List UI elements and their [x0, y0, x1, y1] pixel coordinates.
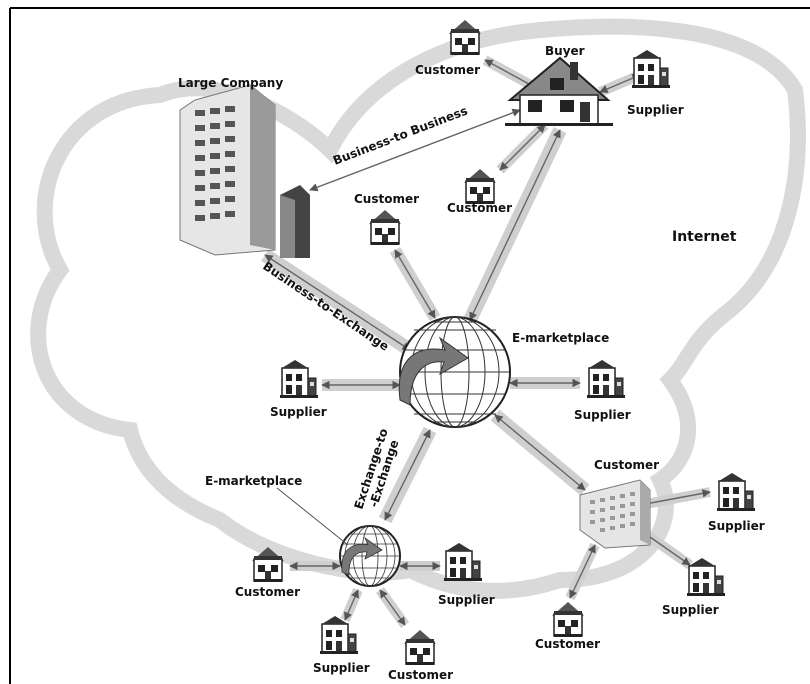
supplier-small-right-shop-icon: [443, 542, 483, 582]
supplier-buyer-label: Supplier: [627, 103, 684, 117]
customer-small-bottom-house-icon: [403, 629, 437, 666]
supplier-factory-1-label: Supplier: [708, 519, 765, 533]
supplier-right-label: Supplier: [574, 408, 631, 422]
customer-mid-house-icon: [368, 209, 402, 246]
large-company-building: [179, 84, 310, 258]
customer-small-bottom-label: Customer: [388, 668, 453, 682]
supplier-right-shop-icon: [586, 359, 626, 399]
customer-below-buyer-label: Customer: [447, 201, 512, 215]
emarketplace-small-pointer: [276, 487, 349, 546]
customer-factory-bottom-label: Customer: [535, 637, 600, 651]
customer-top-label: Customer: [415, 63, 480, 77]
supplier-factory-2-label: Supplier: [662, 603, 719, 617]
buyer-house: [505, 56, 613, 126]
supplier-small-bottom-shop-icon: [319, 615, 359, 655]
supplier-left-shop-icon: [279, 359, 319, 399]
internet-cloud: [30, 18, 806, 599]
large-company-label: Large Company: [178, 76, 283, 90]
supplier-buyer-shop-icon: [631, 49, 671, 89]
customer-factory-label: Customer: [594, 458, 659, 472]
customer-factory: [579, 479, 651, 549]
customer-small-left-label: Customer: [235, 585, 300, 599]
customer-factory-bottom-house-icon: [551, 601, 585, 638]
emarketplace-small-globe: [339, 525, 401, 587]
customer-mid-label: Customer: [354, 192, 419, 206]
emarketplace-small-label: E-marketplace: [205, 474, 302, 488]
connection-links: [261, 55, 711, 628]
supplier-left-label: Supplier: [270, 405, 327, 419]
customer-below-buyer-house-icon: [463, 168, 497, 205]
supplier-factory-1-shop-icon: [716, 472, 756, 512]
emarketplace-main-label: E-marketplace: [512, 331, 609, 345]
b2e-label: Business-to-Exchange: [260, 259, 391, 354]
internet-label: Internet: [672, 229, 737, 245]
supplier-factory-2-shop-icon: [686, 557, 726, 597]
buyer-label: Buyer: [545, 44, 585, 58]
emarketplace-main-globe: [398, 316, 511, 428]
supplier-small-bottom-label: Supplier: [313, 661, 370, 675]
supplier-small-right-label: Supplier: [438, 593, 495, 607]
customer-top-house-icon: [448, 19, 482, 56]
